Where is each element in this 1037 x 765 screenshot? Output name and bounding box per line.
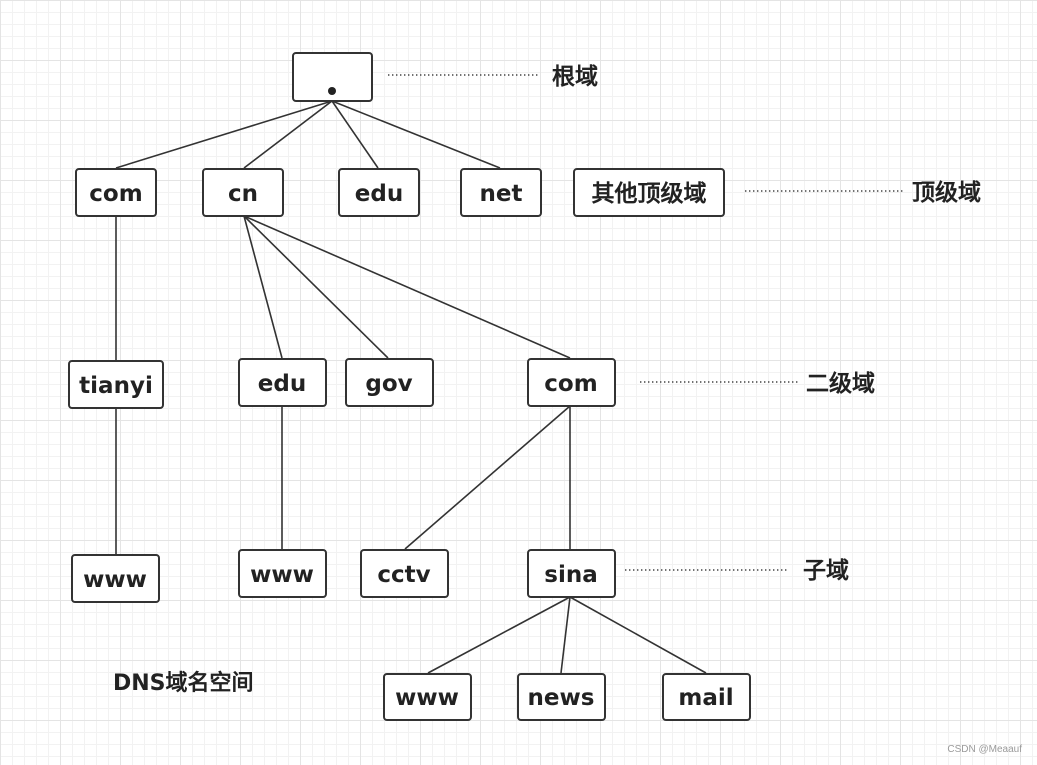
- node-label: www: [250, 562, 314, 588]
- edge-cn-com: [243, 215, 571, 359]
- node-sld-gov: gov: [345, 358, 434, 407]
- node-label: gov: [365, 371, 412, 397]
- edge-sina-www: [427, 596, 571, 674]
- node-label: edu: [355, 181, 403, 207]
- node-tld-other: 其他顶级域: [573, 168, 725, 217]
- node-root: .: [292, 52, 373, 102]
- tree-edges: [115, 100, 707, 674]
- watermark: CSDN @Meaauf: [947, 744, 1022, 755]
- node-label: net: [480, 181, 523, 207]
- node-sub-cctv: cctv: [360, 549, 449, 598]
- node-label: sina: [544, 562, 597, 588]
- edge-root-net: [331, 100, 501, 169]
- node-tld-cn: cn: [202, 168, 284, 217]
- node-tld-com: com: [75, 168, 157, 217]
- node-sub-www-tianyi: www: [71, 554, 160, 603]
- node-label: tianyi: [79, 373, 153, 399]
- node-sld-tianyi: tianyi: [68, 360, 164, 409]
- node-label: com: [544, 371, 597, 397]
- edge-cn-gov: [243, 215, 389, 359]
- node-label: 其他顶级域: [592, 180, 707, 207]
- node-label: mail: [678, 685, 733, 711]
- node-label: cctv: [377, 562, 430, 588]
- node-label: www: [83, 567, 147, 593]
- node-sub-sina: sina: [527, 549, 616, 598]
- node-label: cn: [228, 181, 258, 207]
- level-label-root: 根域: [552, 63, 598, 90]
- node-label: www: [395, 685, 459, 711]
- edge-root-edu: [331, 100, 379, 169]
- node-sld-com: com: [527, 358, 616, 407]
- node-host-news: news: [517, 673, 606, 721]
- diagram-caption: DNS域名空间: [113, 670, 254, 696]
- node-label: edu: [258, 371, 306, 397]
- node-label: news: [528, 685, 595, 711]
- edge-com-cctv: [404, 405, 571, 550]
- level-label-top: 顶级域: [912, 179, 981, 206]
- root-dot: [328, 87, 336, 95]
- edge-root-com: [115, 100, 333, 169]
- level-label-second: 二级域: [806, 370, 875, 397]
- node-host-mail: mail: [662, 673, 751, 721]
- node-tld-net: net: [460, 168, 542, 217]
- level-label-sub: 子域: [803, 557, 849, 584]
- edge-sina-news: [560, 596, 571, 674]
- node-sub-www-edu: www: [238, 549, 327, 598]
- node-tld-edu: edu: [338, 168, 420, 217]
- node-label: com: [89, 181, 142, 207]
- node-sld-edu: edu: [238, 358, 327, 407]
- edge-cn-edu: [243, 215, 283, 359]
- edge-root-cn: [243, 100, 333, 169]
- node-host-www: www: [383, 673, 472, 721]
- edge-sina-mail: [569, 596, 707, 674]
- level-leaders: [388, 74, 905, 571]
